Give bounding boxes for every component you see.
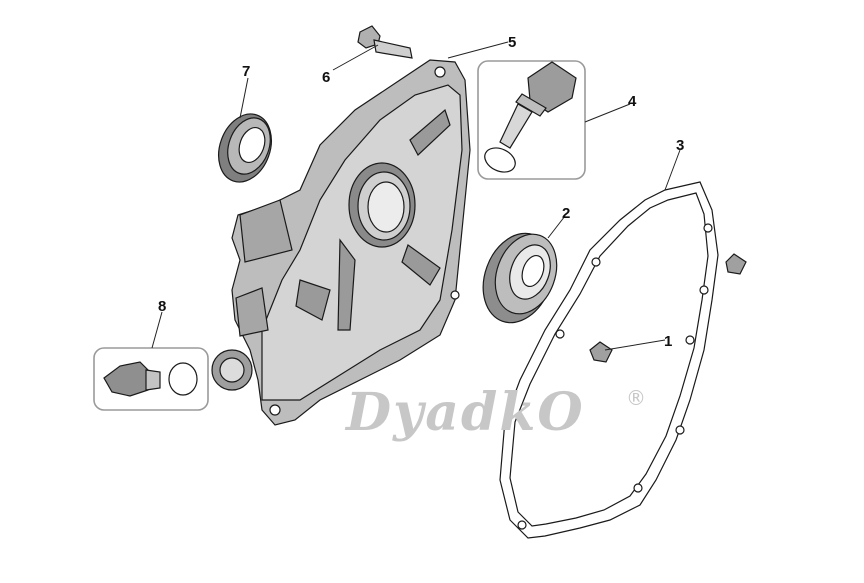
watermark-text: DyadkO: [344, 382, 585, 443]
leader-lines: [151, 41, 681, 351]
callout-5: 5: [508, 34, 516, 51]
dipstick-inset: [477, 60, 586, 180]
callout-7: 7: [242, 63, 250, 80]
dowel-pin: [589, 253, 747, 363]
callout-8: 8: [158, 298, 166, 315]
callout-1: 1: [664, 333, 672, 350]
drain-plug-inset: [93, 347, 209, 411]
registered-mark: ®: [626, 386, 646, 410]
watermark: DyadkO ®: [344, 382, 646, 443]
callout-4: 4: [628, 93, 637, 110]
callout-2: 2: [562, 205, 570, 222]
crankcase-cover: [211, 59, 471, 426]
oil-seal: [218, 113, 272, 183]
gasket: [499, 181, 719, 539]
ball-bearing: [482, 232, 558, 324]
callout-6: 6: [322, 69, 330, 86]
callout-3: 3: [676, 137, 684, 154]
callout-labels: 1 2 3 4 5 6 7 8: [158, 34, 684, 350]
bolt: [357, 25, 413, 59]
